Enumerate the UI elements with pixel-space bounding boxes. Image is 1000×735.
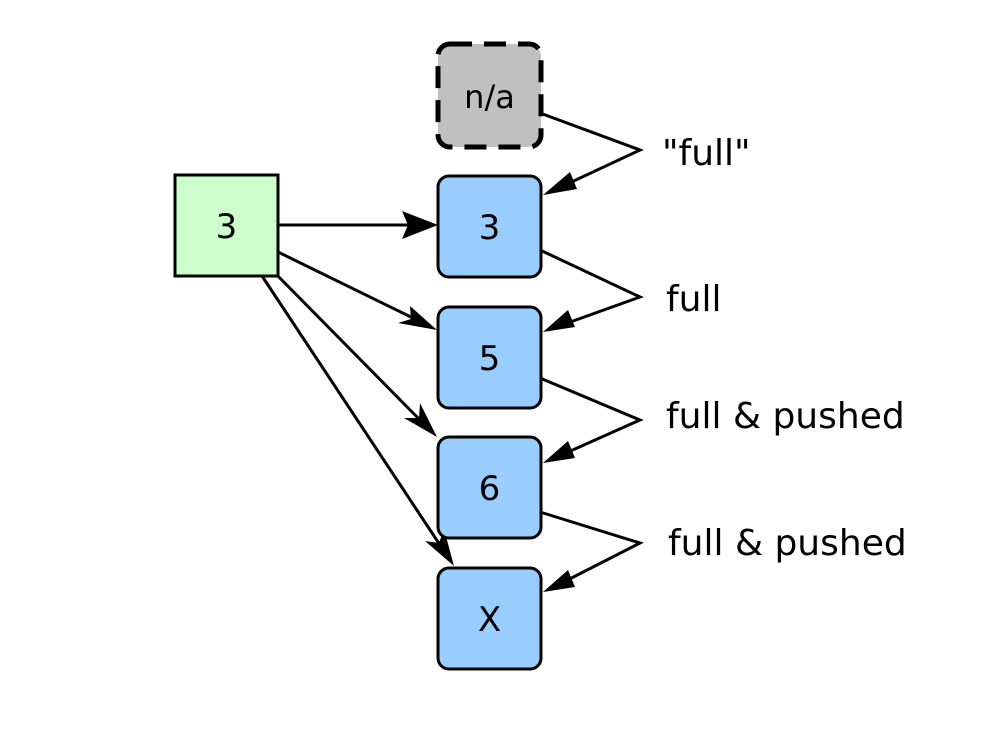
transition-label-0: "full" bbox=[662, 133, 751, 174]
source-arrow-3 bbox=[260, 275, 444, 549]
source-arrows bbox=[260, 211, 454, 566]
source-node: 3 bbox=[173, 173, 280, 278]
transition-connector-0 bbox=[539, 111, 644, 195]
chain-node-3: X bbox=[436, 566, 543, 671]
transition-connector-2 bbox=[539, 376, 644, 463]
chain-node-2: 6 bbox=[436, 435, 543, 540]
source-node-label: 3 bbox=[216, 207, 238, 247]
transition-label-1: full bbox=[666, 279, 722, 320]
source-node-box bbox=[173, 173, 280, 278]
transition-arrowhead-3 bbox=[543, 570, 575, 592]
source-arrowhead-2 bbox=[404, 403, 437, 437]
placeholder-node-box bbox=[435, 41, 544, 150]
source-arrowhead-1 bbox=[398, 306, 437, 330]
chain-node-box bbox=[436, 305, 543, 410]
chain-node-1: 5 bbox=[436, 305, 543, 410]
source-arrowhead-0 bbox=[402, 211, 438, 239]
chain-node-box bbox=[436, 566, 543, 671]
transition-connectors bbox=[539, 111, 644, 592]
chain-node-label: X bbox=[478, 600, 501, 640]
transition-arrowhead-2 bbox=[543, 441, 575, 463]
chain-node-0: 3 bbox=[436, 174, 543, 279]
chain-node-label: 6 bbox=[479, 469, 501, 509]
placeholder-node: n/a bbox=[435, 41, 544, 150]
transition-label-2: full & pushed bbox=[666, 396, 905, 437]
transition-arrowhead-0 bbox=[543, 172, 577, 195]
transition-label-3: full & pushed bbox=[668, 523, 907, 564]
source-arrow-2 bbox=[268, 266, 422, 422]
transition-connector-1 bbox=[539, 248, 644, 332]
chain-node-box bbox=[436, 174, 543, 279]
transition-connector-3 bbox=[539, 510, 644, 592]
chain-node-label: 5 bbox=[479, 339, 501, 379]
chain-node-box bbox=[436, 435, 543, 540]
transition-arrowhead-1 bbox=[543, 310, 575, 332]
chain-node-label: 3 bbox=[479, 208, 501, 248]
transition-labels: "full" full full & pushed full & pushed bbox=[662, 133, 907, 564]
source-arrowhead-3 bbox=[425, 529, 454, 566]
source-arrow-1 bbox=[277, 250, 416, 321]
placeholder-node-label: n/a bbox=[464, 78, 515, 116]
